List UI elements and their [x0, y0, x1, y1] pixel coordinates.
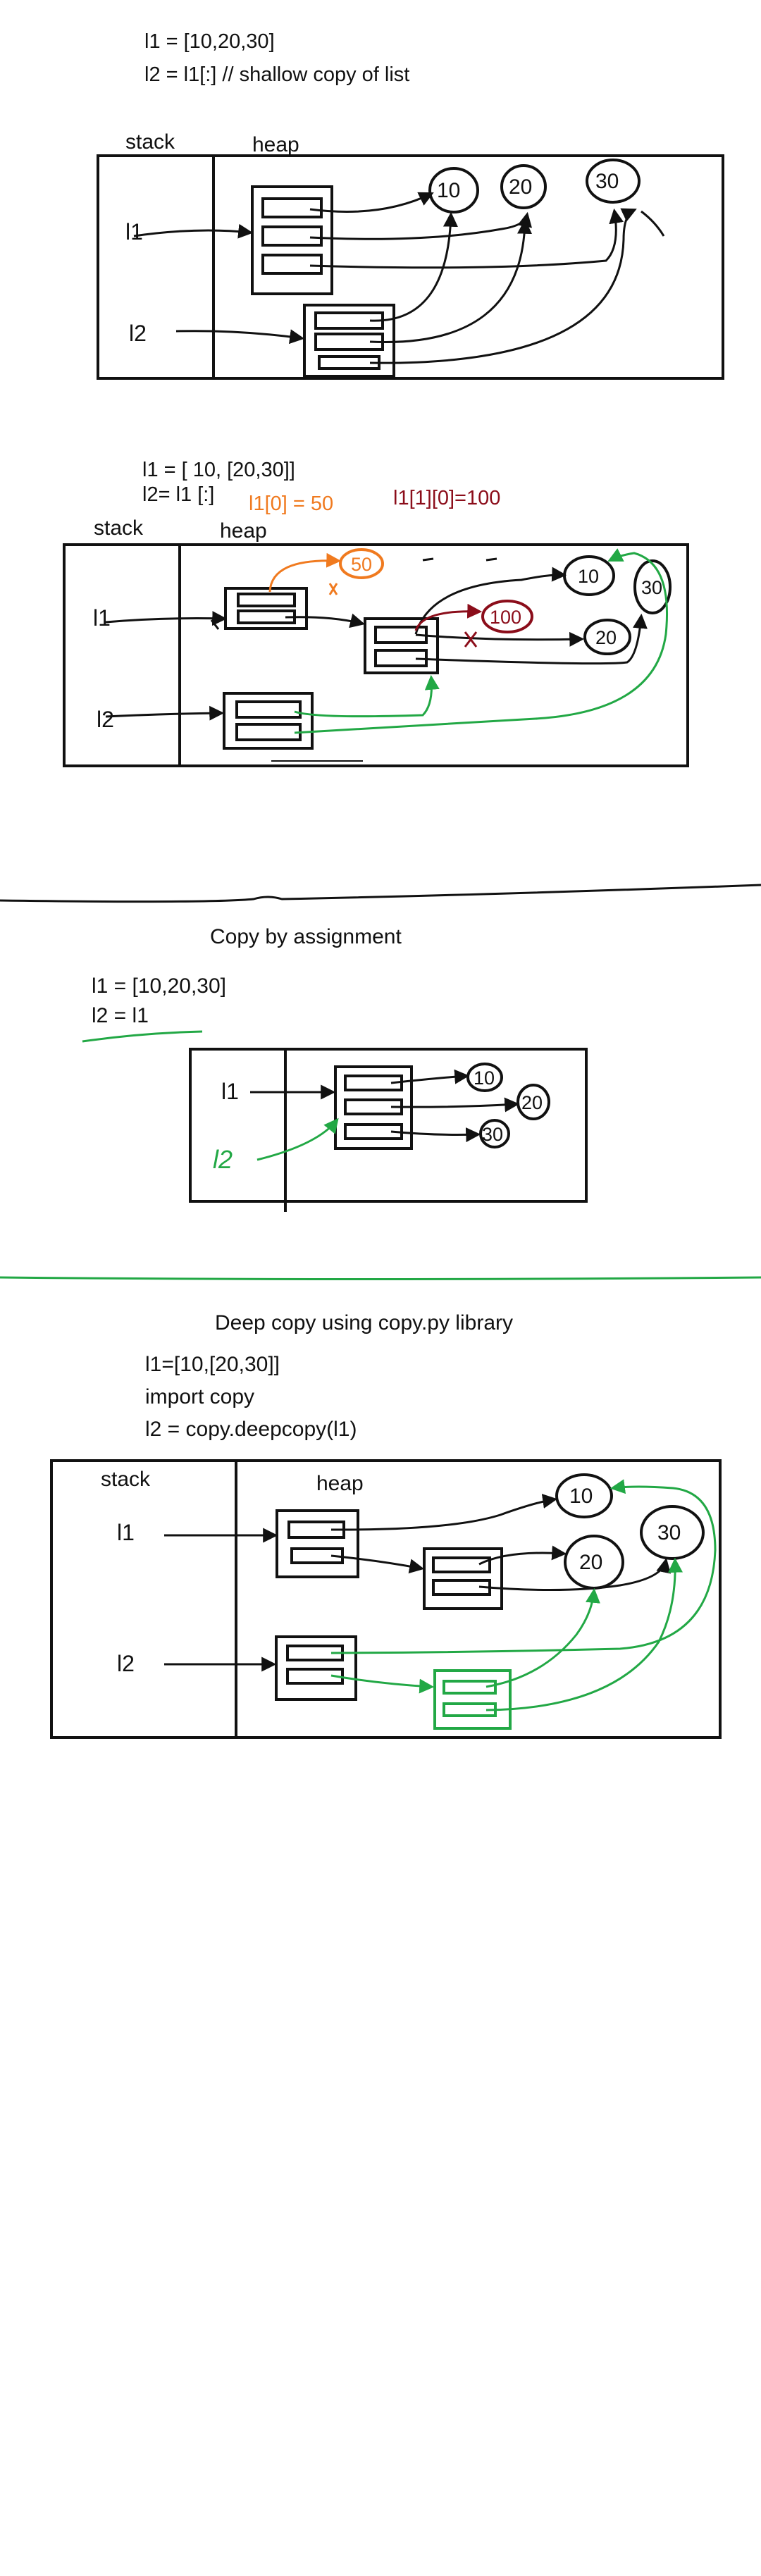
list-block-l1 — [276, 1509, 359, 1578]
value-30: 30 — [657, 1521, 681, 1544]
cross-mark-orange — [328, 583, 338, 595]
value-10: 10 — [569, 1485, 593, 1508]
list-block-l1 — [224, 587, 308, 630]
sketch-dashes — [422, 557, 497, 562]
var-l1: l1 — [221, 1079, 239, 1104]
value-100: 100 — [490, 607, 521, 628]
var-l1: l1 — [93, 605, 111, 631]
note-red: l1[1][0]=100 — [393, 487, 500, 509]
section-shallow-copy: l1 = [10,20,30] l2 = l1[:] // shallow co… — [97, 30, 724, 380]
reference-arrows — [105, 566, 648, 721]
value-30: 30 — [595, 170, 619, 193]
value-circle-20 — [583, 619, 631, 655]
var-l1: l1 — [117, 1520, 135, 1545]
value-circle-30 — [633, 559, 672, 614]
note-orange: l1[0] = 50 — [249, 493, 333, 515]
var-l2: l2 — [117, 1651, 135, 1676]
cross-mark-red — [464, 631, 478, 648]
value-30: 30 — [641, 577, 662, 598]
inner-list-block — [364, 617, 439, 674]
memory-frame — [63, 543, 689, 767]
list-block-l2 — [275, 1635, 357, 1701]
var-l2: l2 — [213, 1145, 233, 1174]
value-20: 20 — [521, 1092, 543, 1113]
value-circle-20 — [500, 164, 547, 209]
section-divider-green — [0, 1276, 761, 1280]
deep-copy-arrows — [330, 1479, 717, 1711]
code-line-2: l2 = l1 — [92, 1004, 149, 1027]
value-circle-30 — [586, 159, 641, 204]
var-l2: l2 — [97, 707, 114, 732]
value-20: 20 — [595, 627, 617, 648]
heap-label: heap — [220, 519, 267, 543]
value-20: 20 — [509, 175, 532, 199]
memory-frame — [50, 1459, 722, 1739]
stack-label: stack — [101, 1468, 151, 1491]
memory-frame — [97, 154, 724, 380]
value-30: 30 — [482, 1124, 503, 1145]
heap-label: heap — [252, 133, 299, 156]
inner-list-block-l2-copy — [433, 1669, 512, 1730]
section-nested-shallow-copy: l1 = [ 10, [20,30]] l2= l1 [:] l1[0] = 5… — [63, 459, 689, 767]
reassign-arrow-red — [414, 603, 483, 631]
heap-label: heap — [316, 1472, 364, 1495]
code-line-2: import copy — [145, 1385, 254, 1408]
reference-arrows — [250, 1069, 520, 1143]
reference-arrows — [164, 1494, 671, 1672]
value-circle-100 — [481, 600, 533, 633]
code-line-2: l2= l1 [:] — [142, 483, 214, 506]
value-50: 50 — [351, 554, 372, 575]
list-block-l1 — [251, 185, 333, 295]
stack-label: stack — [94, 516, 144, 540]
memory-frame — [189, 1048, 588, 1203]
code-line-3: l2 = copy.deepcopy(l1) — [145, 1418, 357, 1441]
code-line-1: l1 = [10,20,30] — [144, 30, 275, 53]
l2-reference-arrow-green — [256, 1117, 339, 1161]
var-l2: l2 — [129, 321, 147, 346]
code-line-1: l1 = [ 10, [20,30]] — [142, 459, 295, 481]
value-10: 10 — [578, 566, 599, 587]
section-title: Deep copy using copy.py library — [215, 1311, 513, 1335]
value-10: 10 — [474, 1067, 495, 1089]
section-deep-copy: Deep copy using copy.py library l1=[10,[… — [50, 1311, 722, 1739]
code-underline-green — [82, 1030, 203, 1043]
reassign-arrow-orange — [268, 552, 342, 593]
code-line-1: l1=[10,[20,30]] — [145, 1353, 280, 1376]
code-line-2: l2 = l1[:] // shallow copy of list — [144, 63, 409, 86]
list-block-l2 — [303, 304, 395, 378]
section-divider-black — [0, 884, 761, 903]
stack-label: stack — [125, 130, 175, 154]
value-10: 10 — [437, 179, 460, 202]
inner-list-block-l1 — [423, 1547, 503, 1610]
list-block-l2 — [223, 692, 314, 750]
code-line-1: l1 = [10,20,30] — [92, 974, 226, 998]
section-copy-by-assignment: Copy by assignment l1 = [10,20,30] l2 = … — [82, 925, 588, 1212]
var-l1: l1 — [125, 219, 143, 244]
section-title: Copy by assignment — [210, 925, 402, 948]
value-20: 20 — [579, 1551, 602, 1574]
shared-reference-arrows — [294, 548, 669, 734]
reference-arrows — [133, 192, 665, 364]
